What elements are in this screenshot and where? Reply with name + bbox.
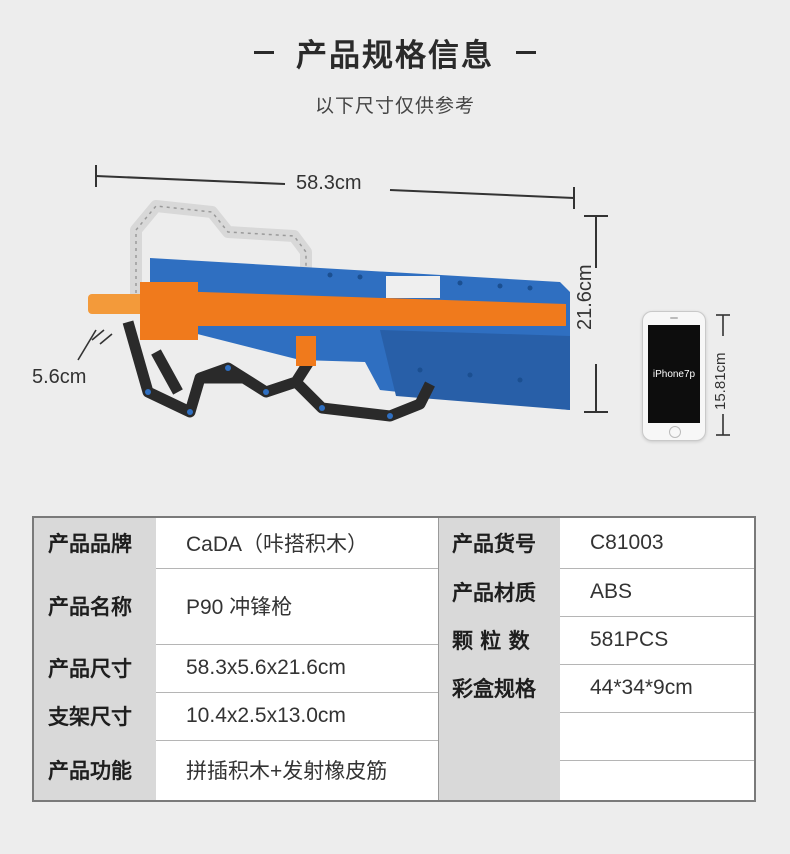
phone-camera — [670, 317, 678, 319]
width-label: 5.6cm — [32, 366, 87, 388]
gun-orange-rail — [140, 290, 566, 326]
title-text: 产品规格信息 — [296, 38, 494, 74]
spec-value: CaDA（咔搭积木） — [156, 518, 438, 568]
page-title: 产品规格信息 — [0, 30, 790, 75]
row-divider — [560, 760, 754, 761]
spec-value: ABS — [560, 568, 754, 616]
spec-value: 44*34*9cm — [560, 664, 754, 712]
length-label: 58.3cm — [296, 172, 362, 194]
spec-value: P90 冲锋枪 — [156, 568, 438, 644]
height-dimension-line — [584, 215, 608, 413]
row-divider — [156, 568, 438, 569]
header: 产品规格信息 以下尺寸仅供参考 — [0, 30, 790, 118]
height-label: 21.6cm — [574, 264, 596, 330]
length-dimension-line — [95, 165, 575, 209]
row-divider — [560, 616, 754, 617]
gun-muzzle — [88, 294, 144, 314]
product-illustration — [77, 165, 730, 436]
spec-table: 产品品牌 CaDA（咔搭积木） 产品名称 P90 冲锋枪 产品尺寸 58.3x5… — [32, 516, 756, 802]
phone-dimension-line — [716, 314, 730, 436]
spec-label — [438, 518, 560, 800]
row-divider — [560, 568, 754, 569]
spec-value: 581PCS — [560, 616, 754, 664]
width-dimension-marker — [77, 329, 113, 361]
title-dash-right — [516, 51, 536, 54]
spec-label: 彩盒规格 — [452, 677, 536, 701]
spec-value: C81003 — [560, 518, 754, 568]
spec-label: 产品功能 — [34, 740, 156, 800]
spec-value: 58.3x5.6x21.6cm — [156, 644, 438, 692]
row-divider — [560, 712, 754, 713]
spec-value: 拼插积木+发射橡皮筋 — [156, 740, 438, 800]
spec-label: 产品品牌 — [34, 518, 156, 568]
spec-label: 产品尺寸 — [34, 644, 156, 692]
spec-value — [560, 760, 754, 800]
row-divider — [156, 644, 438, 645]
phone-height-label: 15.81cm — [712, 352, 729, 410]
row-divider — [156, 740, 438, 741]
phone-reference: iPhone7p — [642, 311, 706, 441]
spec-label: 产品名称 — [34, 568, 156, 644]
spec-label: 产品材质 — [452, 581, 536, 605]
spec-label: 产品货号 — [452, 532, 536, 556]
title-dash-left — [254, 51, 274, 54]
spec-label: 支架尺寸 — [34, 692, 156, 740]
phone-home-button — [669, 426, 681, 438]
row-divider — [560, 664, 754, 665]
column-divider — [438, 518, 439, 800]
row-divider — [156, 692, 438, 693]
page-subtitle: 以下尺寸仅供参考 — [314, 95, 475, 117]
spec-value: 10.4x2.5x13.0cm — [156, 692, 438, 740]
phone-screen: iPhone7p — [648, 325, 700, 423]
spec-label: 颗 粒 数 — [452, 629, 530, 653]
spec-value — [560, 712, 754, 760]
